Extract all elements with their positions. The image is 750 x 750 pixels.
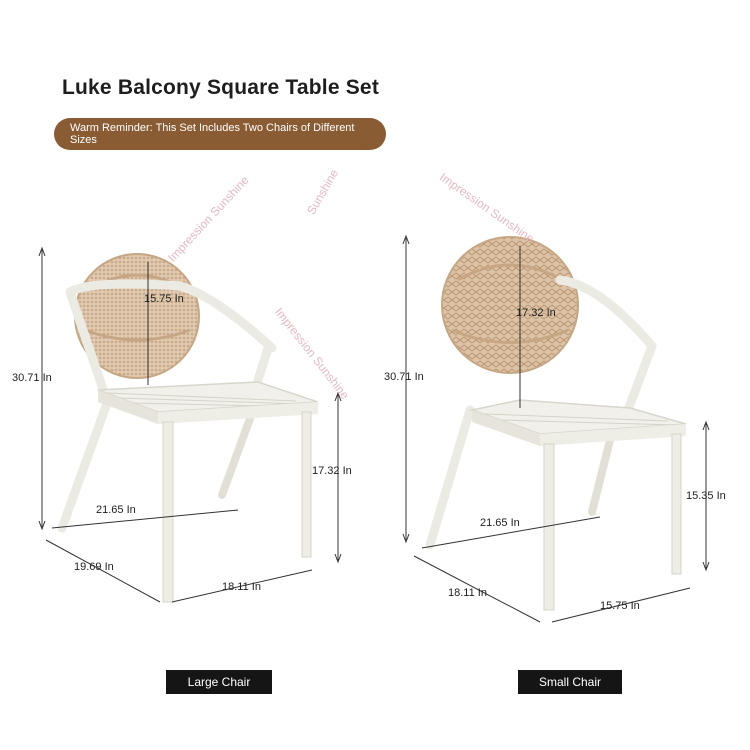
large-chair-front-leg <box>301 411 312 558</box>
large-chair-label: Large Chair <box>166 670 272 694</box>
large-chair-depth: 19.69 In <box>74 561 114 573</box>
small-chair-height: 30.71 In <box>384 371 424 383</box>
small-chair-rear-leg <box>425 405 475 550</box>
small-chair-back-width: 17.32 In <box>516 307 556 319</box>
small-chair-front-leg <box>543 443 555 611</box>
small-chair-backrest <box>441 236 579 374</box>
small-chair-width: 21.65 In <box>480 517 520 529</box>
large-chair-arm <box>65 279 277 353</box>
small-chair <box>425 236 687 611</box>
small-chair-arm <box>555 275 657 351</box>
large-chair-front-leg <box>162 421 174 603</box>
small-chair-seat-height: 15.35 In <box>686 490 726 502</box>
page-title: Luke Balcony Square Table Set <box>62 76 380 99</box>
large-chair-rear-leg <box>218 401 259 499</box>
small-chair-front-leg <box>671 433 682 575</box>
small-chair-depth: 18.11 In <box>448 587 487 599</box>
small-chair-label: Small Chair <box>518 670 622 694</box>
large-chair-front-width: 18.11 In <box>222 581 261 593</box>
small-chair-front-width: 15.75 In <box>600 600 640 612</box>
small-chair-seat <box>469 399 687 435</box>
reminder-banner: Warm Reminder: This Set Includes Two Cha… <box>54 118 386 150</box>
large-chair-height: 30.71 In <box>12 372 52 384</box>
large-chair-seat-height: 17.32 In <box>312 465 352 477</box>
large-chair <box>57 253 319 603</box>
large-chair-rear-leg <box>57 390 115 533</box>
large-chair-back-width: 15.75 In <box>144 293 184 305</box>
large-chair-width: 21.65 In <box>96 504 136 516</box>
